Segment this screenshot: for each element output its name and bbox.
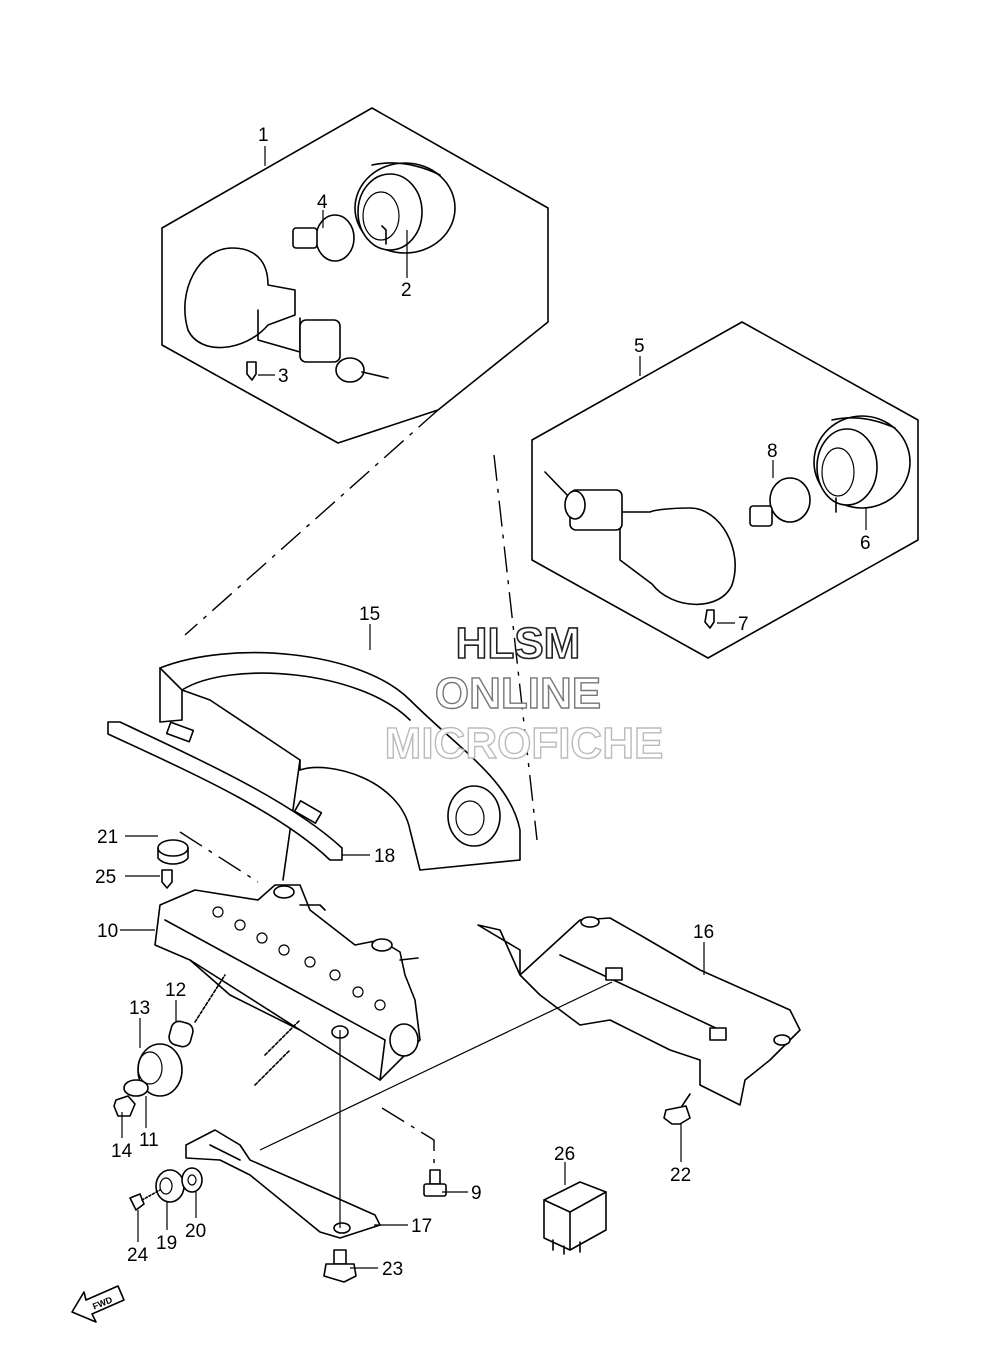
callout-23: 23	[382, 1259, 403, 1280]
part-2-lens	[354, 162, 456, 254]
part-19-damper	[155, 1169, 185, 1203]
turn-signal-assembly-5	[531, 321, 919, 659]
callout-2: 2	[401, 280, 412, 301]
part-21-grommet	[157, 839, 189, 865]
callout-15: 15	[359, 604, 380, 625]
part-12-spacer	[168, 1020, 194, 1048]
leader-group-1	[184, 409, 439, 636]
callout-22: 22	[670, 1165, 691, 1186]
callout-16: 16	[693, 922, 714, 943]
turn-signal-assembly-1	[161, 107, 549, 444]
callout-11: 11	[139, 1130, 159, 1151]
part-26-relay	[543, 1181, 607, 1255]
callout-24: 24	[127, 1245, 149, 1266]
callout-8: 8	[767, 441, 778, 462]
callout-numbers: 1 2 3 4 5 6 7 8 9 10 11 12 13 14 15 16 1…	[95, 125, 871, 1280]
callout-9: 9	[471, 1183, 482, 1204]
callout-10: 10	[97, 921, 118, 942]
callout-4: 4	[317, 192, 328, 213]
callout-21: 21	[97, 827, 118, 848]
turn-signal-housing-2	[544, 471, 736, 606]
watermark: HLSM ONLINE MICROFICHE	[384, 618, 664, 769]
callout-26: 26	[554, 1144, 575, 1165]
part-20-washer	[181, 1167, 203, 1193]
callout-13: 13	[129, 998, 150, 1019]
leader-group-5	[493, 454, 538, 841]
part-14-nut	[113, 1095, 136, 1117]
part-11-washer	[123, 1079, 149, 1097]
callout-3: 3	[278, 366, 289, 387]
watermark-line-1: HLSM	[456, 619, 581, 668]
leader-16	[259, 981, 613, 1151]
part-17-plate	[185, 1129, 381, 1239]
part-8-bulb	[749, 477, 811, 527]
callout-17: 17	[411, 1216, 432, 1237]
part-18-strip	[107, 721, 343, 861]
callout-12: 12	[165, 980, 186, 1001]
part-3-screw	[246, 361, 257, 381]
callout-25: 25	[95, 867, 116, 888]
callout-14: 14	[111, 1141, 133, 1162]
part-24-screw	[129, 1189, 161, 1211]
callout-6: 6	[860, 533, 871, 554]
callout-7: 7	[738, 614, 749, 635]
leader-21	[179, 831, 259, 883]
part-15-cover	[159, 651, 521, 881]
part-25-screw	[161, 869, 173, 889]
part-7-screw	[704, 609, 715, 629]
part-4-bulb	[292, 214, 355, 262]
part-13-damper	[137, 1043, 183, 1097]
part-6-lens	[813, 415, 911, 513]
watermark-line-3: MICROFICHE	[385, 719, 664, 768]
part-22-clip	[663, 1093, 691, 1125]
turn-signal-housing	[184, 247, 389, 383]
callout-5: 5	[634, 336, 645, 357]
part-16-frame	[477, 916, 801, 1106]
callout-18: 18	[374, 846, 395, 867]
callout-19: 19	[156, 1233, 177, 1254]
callout-1: 1	[258, 125, 269, 146]
leader-9	[381, 1107, 435, 1170]
part-10-bracket	[154, 884, 421, 1081]
fwd-arrow-icon: FWD	[71, 1285, 125, 1323]
watermark-line-2: ONLINE	[435, 669, 601, 718]
callout-20: 20	[185, 1221, 206, 1242]
part-9-bolt	[423, 1169, 447, 1197]
threaded-studs	[194, 974, 301, 1086]
callout-leaders	[120, 146, 867, 1269]
part-23-bolt	[323, 1249, 357, 1283]
